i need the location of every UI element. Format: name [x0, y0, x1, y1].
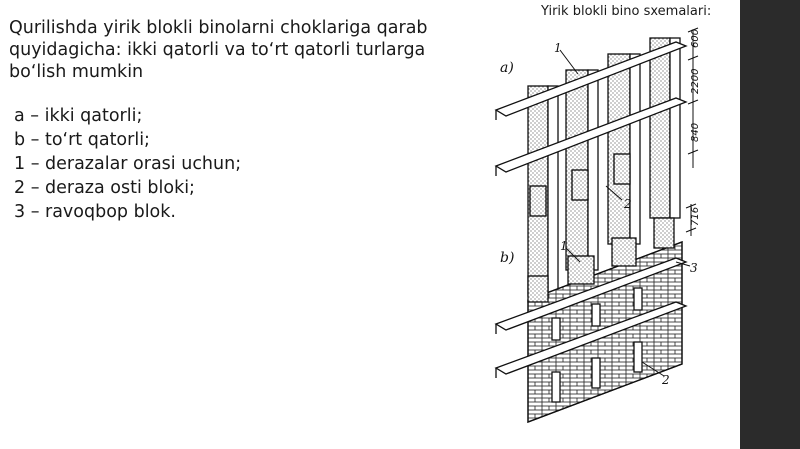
diagram-b-callout-1: 1 [560, 239, 568, 253]
diagram-b-label: b) [500, 250, 514, 266]
dim-a-840: 840 [690, 123, 701, 142]
figure-caption: Yirik blokli bino sxemalari: [541, 4, 712, 19]
diagram-b-callout-2: 2 [661, 373, 670, 387]
legend-item-1: 1 – derazalar orasi uchun; [14, 154, 242, 174]
right-side-bar [740, 0, 800, 449]
diagram-a-callout-2: 2 [623, 197, 632, 211]
legend-item-2: 2 – deraza osti bloki; [14, 178, 195, 198]
diagram-b [494, 203, 697, 423]
block-building-diagram: a) 1 2 600 2200 840 [494, 27, 701, 423]
diagram-b-callout-3: 3 [690, 261, 698, 275]
legend-list: a – ikki qatorli; b – to‘rt qatorli; 1 –… [14, 104, 241, 224]
dim-a-2200: 2200 [690, 69, 701, 94]
diagram-a-callout-1: 1 [554, 41, 562, 55]
dim-a-600: 600 [690, 29, 701, 48]
legend-item-a: a – ikki qatorli; [14, 106, 143, 126]
dim-b-716: 716 [690, 207, 701, 226]
legend-item-3: 3 – ravoqbop blok. [14, 202, 176, 222]
diagram-a-label: a) [500, 60, 514, 76]
slide: Qurilishda yirik blokli binolarni chokla… [9, 4, 712, 423]
legend-item-b: b – to‘rt qatorli; [14, 130, 150, 150]
slide-heading: Qurilishda yirik blokli binolarni chokla… [9, 18, 428, 82]
diagram-a [494, 27, 699, 297]
